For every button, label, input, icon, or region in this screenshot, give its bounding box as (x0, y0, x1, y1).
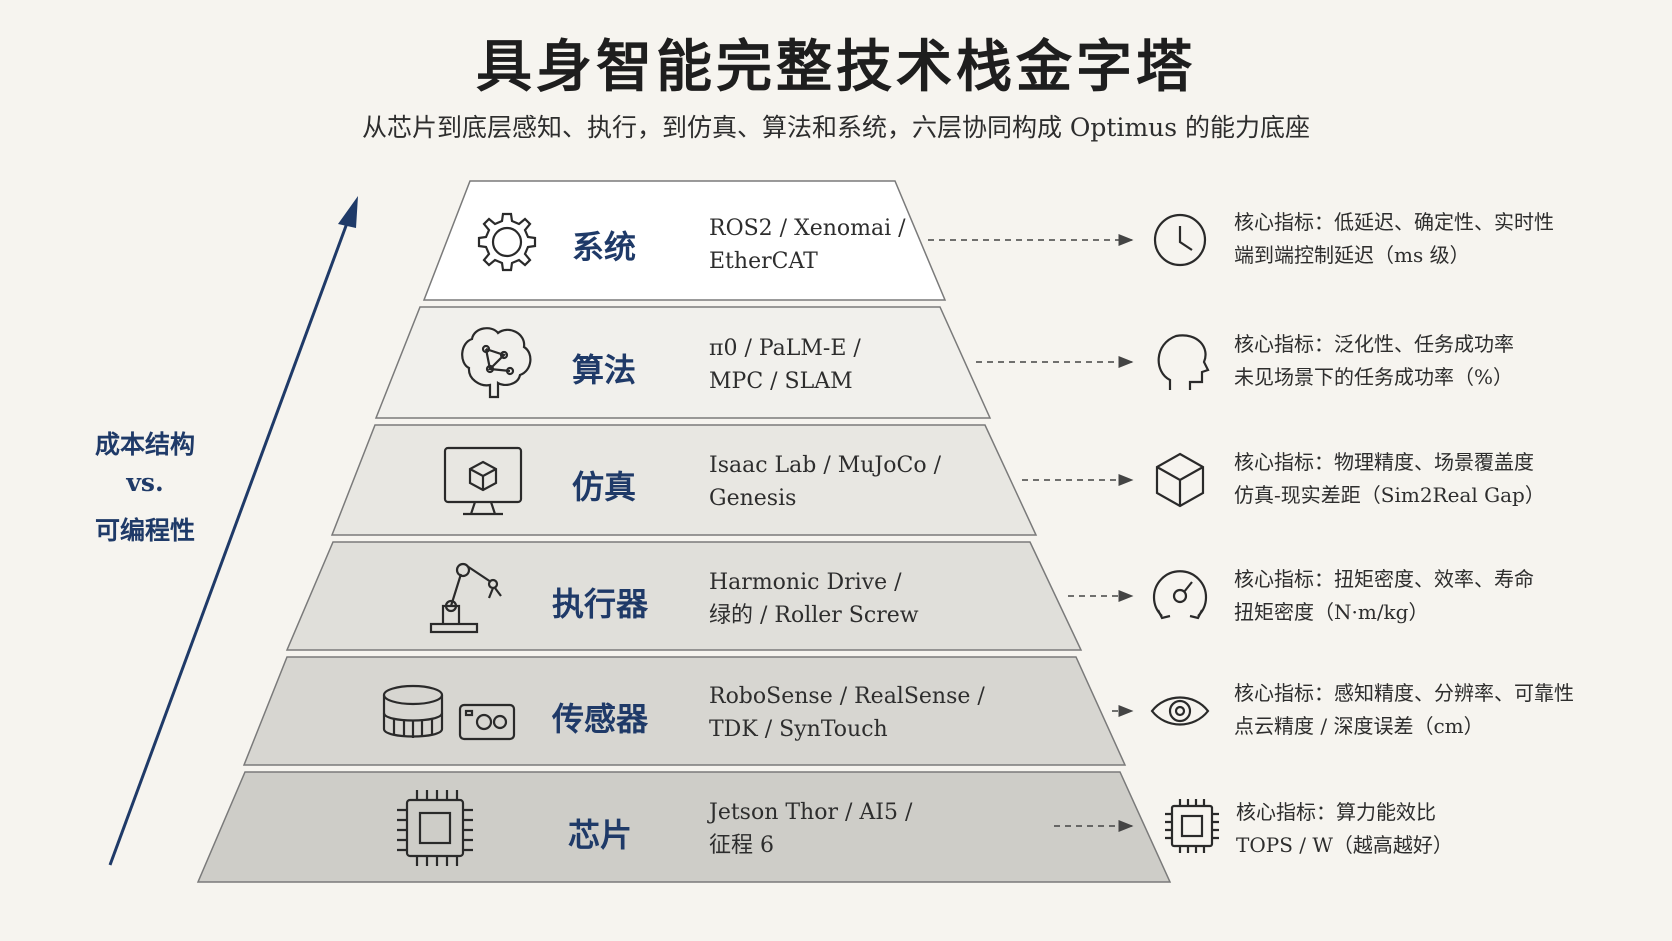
tech-line: Jetson Thor / AI5 / (709, 800, 913, 825)
tech-line: 绿的 / Roller Screw (709, 603, 919, 628)
metric-chip: 核心指标：算力能效比 TOPS / W（越高越好） (1236, 796, 1453, 862)
tech-line: Genesis (709, 486, 797, 511)
metric-line: TOPS / W（越高越好） (1236, 833, 1453, 857)
torque-gauge-icon (1152, 570, 1208, 620)
metric-line: 仿真-现实差距（Sim2Real Gap） (1234, 483, 1545, 507)
page-title: 具身智能完整技术栈金字塔 (476, 34, 1196, 100)
layer-tech-simulation: Isaac Lab / MuJoCo / Genesis (709, 449, 941, 515)
metric-line: 核心指标：感知精度、分辨率、可靠性 (1234, 681, 1574, 705)
metric-system: 核心指标：低延迟、确定性、实时性 端到端控制延迟（ms 级） (1234, 206, 1554, 272)
metric-actuator: 核心指标：扭矩密度、效率、寿命 扭矩密度（N·m/kg） (1234, 563, 1534, 629)
metric-algorithm: 核心指标：泛化性、任务成功率 未见场景下的任务成功率（%） (1234, 328, 1514, 394)
layer-shape-sensor (242, 656, 1127, 766)
layer-shape-chip (196, 771, 1172, 883)
metric-sensor: 核心指标：感知精度、分辨率、可靠性 点云精度 / 深度误差（cm） (1234, 677, 1574, 743)
connector-arrows (928, 234, 1134, 832)
layer-name-actuator: 执行器 (551, 585, 648, 623)
layer-name-simulation: 仿真 (571, 468, 636, 506)
axis-label-line3: 可编程性 (94, 516, 195, 545)
tech-line: TDK / SynTouch (709, 717, 888, 742)
tech-line: 征程 6 (709, 833, 774, 858)
metric-line: 核心指标：低延迟、确定性、实时性 (1234, 210, 1554, 234)
gear-icon (477, 212, 537, 272)
metric-line: 核心指标：算力能效比 (1236, 800, 1436, 824)
layer-shape-actuator (285, 541, 1083, 651)
tech-line: EtherCAT (709, 249, 818, 274)
axis-label-line1: 成本结构 (94, 430, 195, 459)
monitor-cube-icon (443, 446, 523, 516)
tech-line: MPC / SLAM (709, 369, 853, 394)
chip-icon (397, 790, 473, 866)
metric-line: 未见场景下的任务成功率（%） (1234, 365, 1514, 389)
tech-line: Harmonic Drive / (709, 570, 902, 595)
metric-simulation: 核心指标：物理精度、场景覆盖度 仿真-现实差距（Sim2Real Gap） (1234, 446, 1545, 512)
tech-line: ROS2 / Xenomai / (709, 216, 906, 241)
axis-arrow (108, 196, 358, 866)
layer-name-chip: 芯片 (567, 816, 632, 854)
layer-name-sensor: 传感器 (551, 700, 648, 738)
layer-shape-algorithm (374, 306, 992, 419)
page-subtitle: 从芯片到底层感知、执行，到仿真、算法和系统，六层协同构成 Optimus 的能力… (361, 113, 1311, 142)
cube-icon (1155, 452, 1205, 508)
metric-line: 扭矩密度（N·m/kg） (1234, 600, 1429, 624)
chip-icon (1165, 799, 1219, 853)
layer-tech-system: ROS2 / Xenomai / EtherCAT (709, 212, 906, 278)
eye-icon (1150, 696, 1210, 726)
metric-line: 核心指标：物理精度、场景覆盖度 (1234, 450, 1534, 474)
head-icon (1157, 334, 1210, 390)
clock-icon (1153, 213, 1207, 267)
metric-line: 核心指标：泛化性、任务成功率 (1234, 332, 1514, 356)
tech-line: Isaac Lab / MuJoCo / (709, 453, 941, 478)
layer-name-algorithm: 算法 (571, 351, 636, 389)
robot-arm-icon (429, 562, 502, 634)
lidar-camera-icon (382, 684, 516, 741)
metric-line: 端到端控制延迟（ms 级） (1234, 243, 1470, 267)
brain-icon (461, 327, 532, 399)
axis-label-line2: vs. (126, 468, 164, 497)
layer-shape-simulation (330, 424, 1038, 536)
tech-line: π0 / PaLM-E / (709, 336, 861, 361)
metric-line: 点云精度 / 深度误差（cm） (1234, 714, 1484, 738)
metric-line: 核心指标：扭矩密度、效率、寿命 (1234, 567, 1534, 591)
pyramid-layers (196, 180, 1172, 883)
layer-shape-system (422, 180, 947, 301)
layer-tech-sensor: RoboSense / RealSense / TDK / SynTouch (709, 680, 985, 746)
layer-tech-chip: Jetson Thor / AI5 / 征程 6 (709, 796, 912, 862)
tech-line: RoboSense / RealSense / (709, 684, 985, 709)
layer-name-system: 系统 (571, 228, 636, 266)
layer-tech-algorithm: π0 / PaLM-E / MPC / SLAM (709, 332, 861, 398)
layer-tech-actuator: Harmonic Drive / 绿的 / Roller Screw (709, 566, 919, 632)
